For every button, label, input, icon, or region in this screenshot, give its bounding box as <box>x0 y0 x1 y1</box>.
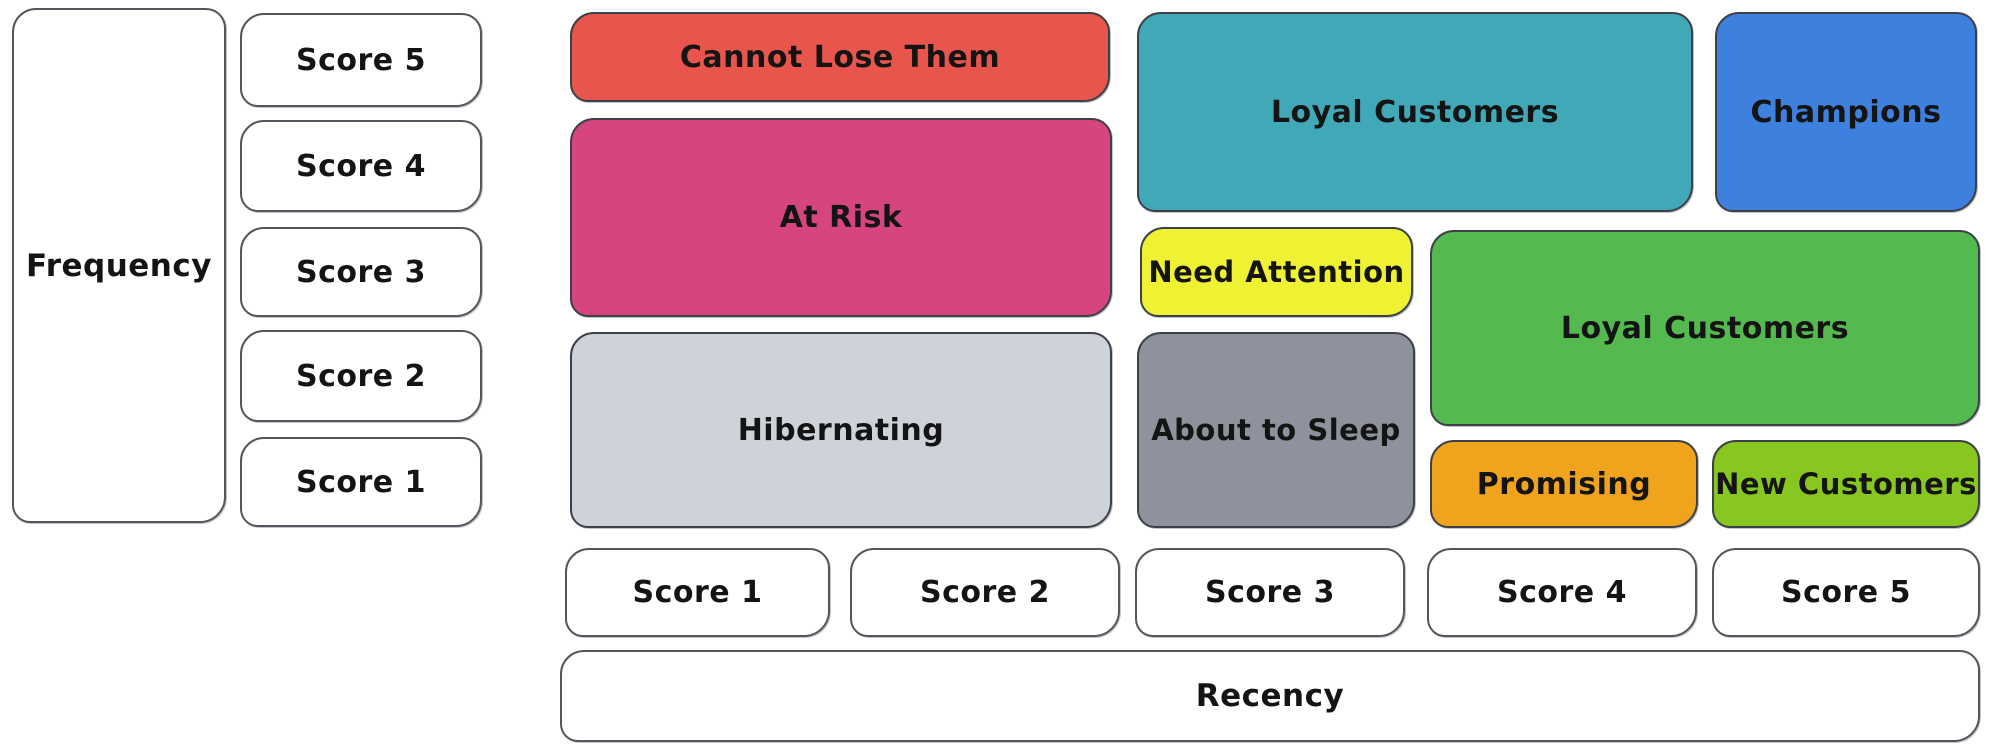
frequency-score-4: Score 4 <box>240 120 482 212</box>
frequency-score-2: Score 2 <box>240 330 482 422</box>
frequency-axis-label: Frequency <box>12 8 226 523</box>
segment-champions: Champions <box>1715 12 1977 212</box>
segment-cannot-lose-them: Cannot Lose Them <box>570 12 1110 102</box>
segment-at-risk: At Risk <box>570 118 1112 317</box>
segment-loyal-customers-green: Loyal Customers <box>1430 230 1980 426</box>
recency-score-4: Score 4 <box>1427 548 1697 637</box>
frequency-score-5: Score 5 <box>240 13 482 107</box>
recency-score-5: Score 5 <box>1712 548 1980 637</box>
recency-score-2: Score 2 <box>850 548 1120 637</box>
segment-promising: Promising <box>1430 440 1698 528</box>
recency-axis-label: Recency <box>560 650 1980 742</box>
frequency-score-3: Score 3 <box>240 227 482 317</box>
segment-loyal-customers-teal: Loyal Customers <box>1137 12 1693 212</box>
recency-score-1: Score 1 <box>565 548 830 637</box>
segment-about-to-sleep: About to Sleep <box>1137 332 1415 528</box>
segment-hibernating: Hibernating <box>570 332 1112 528</box>
frequency-score-1: Score 1 <box>240 437 482 527</box>
recency-score-3: Score 3 <box>1135 548 1405 637</box>
segment-need-attention: Need Attention <box>1140 227 1413 317</box>
segment-new-customers: New Customers <box>1712 440 1980 528</box>
